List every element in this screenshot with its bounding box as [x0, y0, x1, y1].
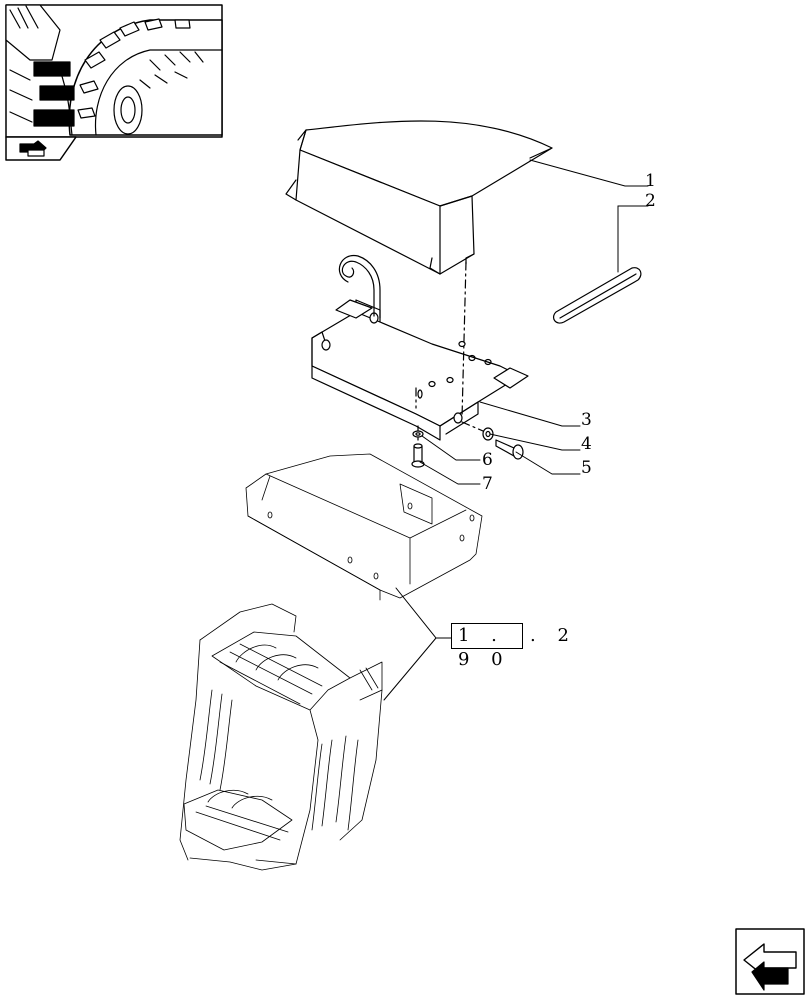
part-5-screw	[495, 439, 524, 460]
section-reference-suffix[interactable]: . 2	[530, 625, 577, 646]
callout-leaders	[383, 159, 649, 701]
seat-base-frame	[245, 453, 483, 601]
callout-5[interactable]: 5	[581, 458, 592, 478]
tractor-wheel-thumbnail-icon[interactable]	[5, 4, 223, 138]
part-7-bolt	[411, 443, 425, 468]
section-reference-link[interactable]: 1 . 9 0	[451, 623, 523, 670]
part-6-washer	[412, 430, 424, 438]
step-assembly-frame	[179, 603, 383, 871]
next-page-arrow-icon[interactable]	[735, 928, 805, 995]
callout-7[interactable]: 7	[482, 474, 493, 494]
callout-6[interactable]: 6	[482, 450, 493, 470]
callout-4[interactable]: 4	[581, 434, 592, 454]
callout-1[interactable]: 1	[645, 171, 656, 191]
callout-2[interactable]: 2	[645, 191, 656, 211]
part-1-cover	[285, 120, 553, 275]
callout-3[interactable]: 3	[581, 410, 592, 430]
part-3-mounting-bracket	[311, 255, 529, 441]
part-4-washer	[482, 427, 494, 441]
book-arrow-icon[interactable]	[5, 136, 77, 161]
part-2-edge-trim	[552, 267, 642, 324]
